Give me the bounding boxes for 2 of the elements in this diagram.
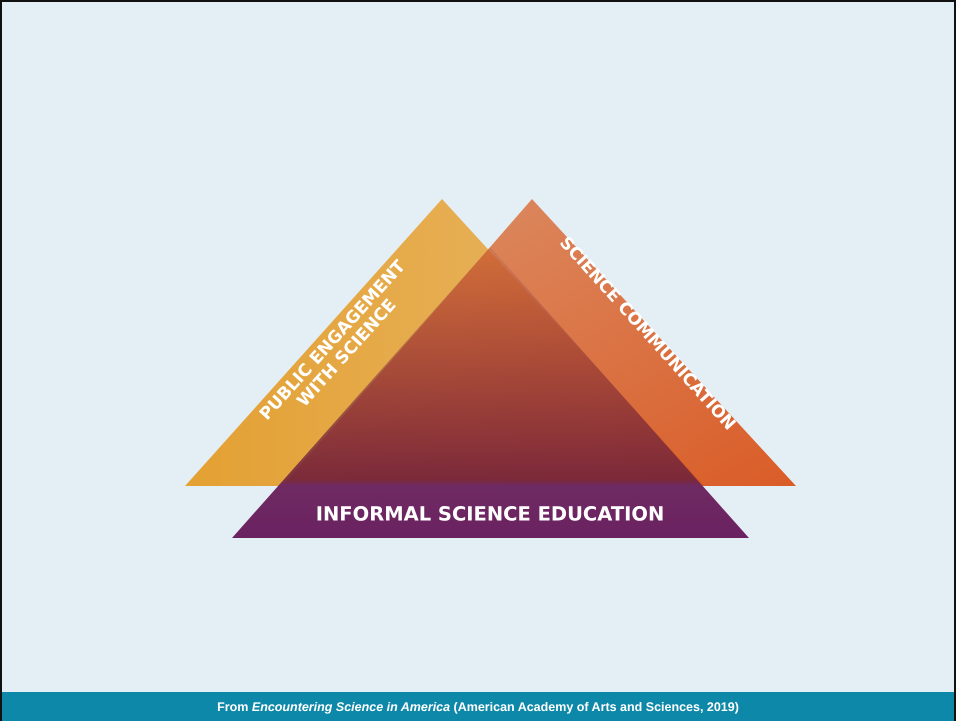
- caption: From Encountering Science in America (American Academy of Arts and Sciences, 2019): [217, 700, 739, 714]
- triangle-label: INFORMAL SCIENCE EDUCATION: [314, 503, 666, 525]
